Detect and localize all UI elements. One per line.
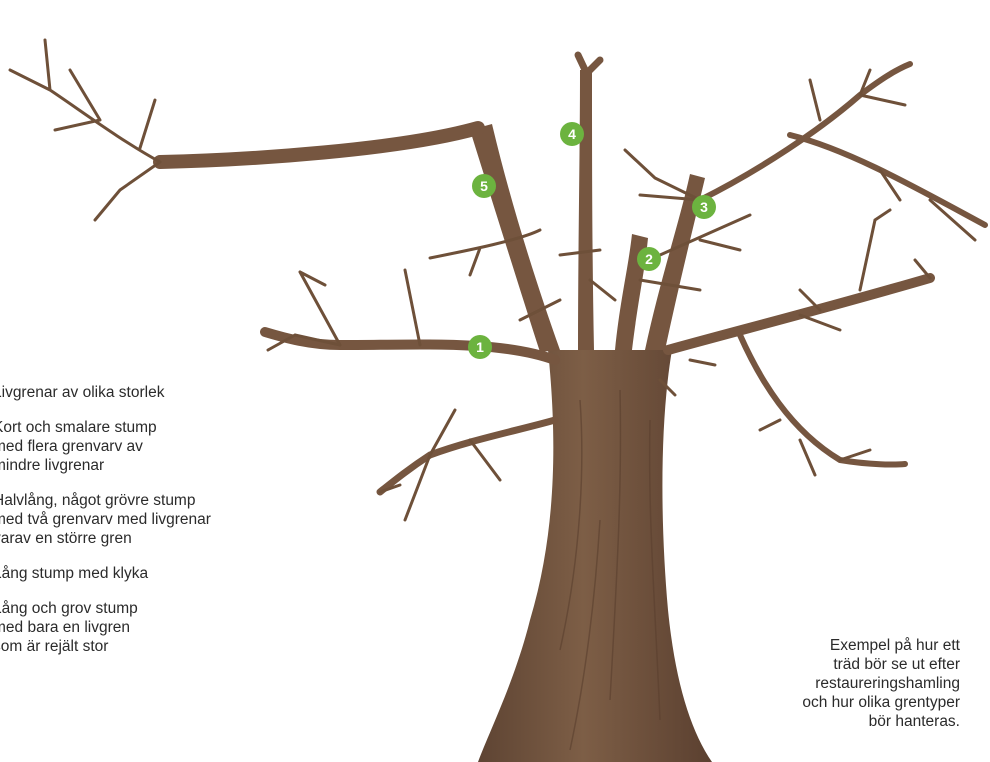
branch-3-living <box>700 64 910 200</box>
caption-line: och hur olika grentyper <box>720 693 960 712</box>
caption-line: Exempel på hur ett <box>720 636 960 655</box>
marker-2: 2 <box>637 247 661 271</box>
legend-item-1: Livgrenar av olika storlek <box>0 383 293 402</box>
legend-text: med flera grenvarv av <box>0 437 293 456</box>
marker-4: 4 <box>560 122 584 146</box>
legend-text: Livgrenar av olika storlek <box>0 383 293 402</box>
legend-text: Halvlång, något grövre stump <box>0 491 293 510</box>
caption: Exempel på hur ett träd bör se ut efter … <box>720 636 960 731</box>
legend-text: Lång och grov stump <box>0 599 293 618</box>
legend-text: Kort och smalare stump <box>0 418 293 437</box>
marker-5: 5 <box>472 174 496 198</box>
legend-text: med två grenvarv med livgrenar <box>0 510 293 529</box>
tree-trunk <box>478 350 712 762</box>
caption-line: restaureringshamling <box>720 674 960 693</box>
legend-item-4: Lång stump med klyka <box>0 564 293 583</box>
legend-text: mindre livgrenar <box>0 456 293 475</box>
branch-1 <box>265 332 555 360</box>
branch-right-low <box>740 335 905 465</box>
legend-text: med bara en livgren <box>0 618 293 637</box>
living-branch-5 <box>160 128 478 162</box>
legend-item-3: Halvlång, något grövre stump med två gre… <box>0 491 293 548</box>
legend-item-5: Lång och grov stump med bara en livgren … <box>0 599 293 656</box>
legend: Livgrenar av olika storlek Kort och smal… <box>0 383 293 672</box>
legend-text: som är rejält stor <box>0 637 293 656</box>
legend-item-2: Kort och smalare stump med flera grenvar… <box>0 418 293 475</box>
branch-left-low <box>380 420 555 492</box>
stump-4-fork <box>578 55 600 72</box>
marker-1: 1 <box>468 335 492 359</box>
marker-3: 3 <box>692 195 716 219</box>
caption-line: bör hanteras. <box>720 712 960 731</box>
legend-text: Lång stump med klyka <box>0 564 293 583</box>
legend-text: varav en större gren <box>0 529 293 548</box>
stump-4 <box>578 70 594 350</box>
caption-line: träd bör se ut efter <box>720 655 960 674</box>
